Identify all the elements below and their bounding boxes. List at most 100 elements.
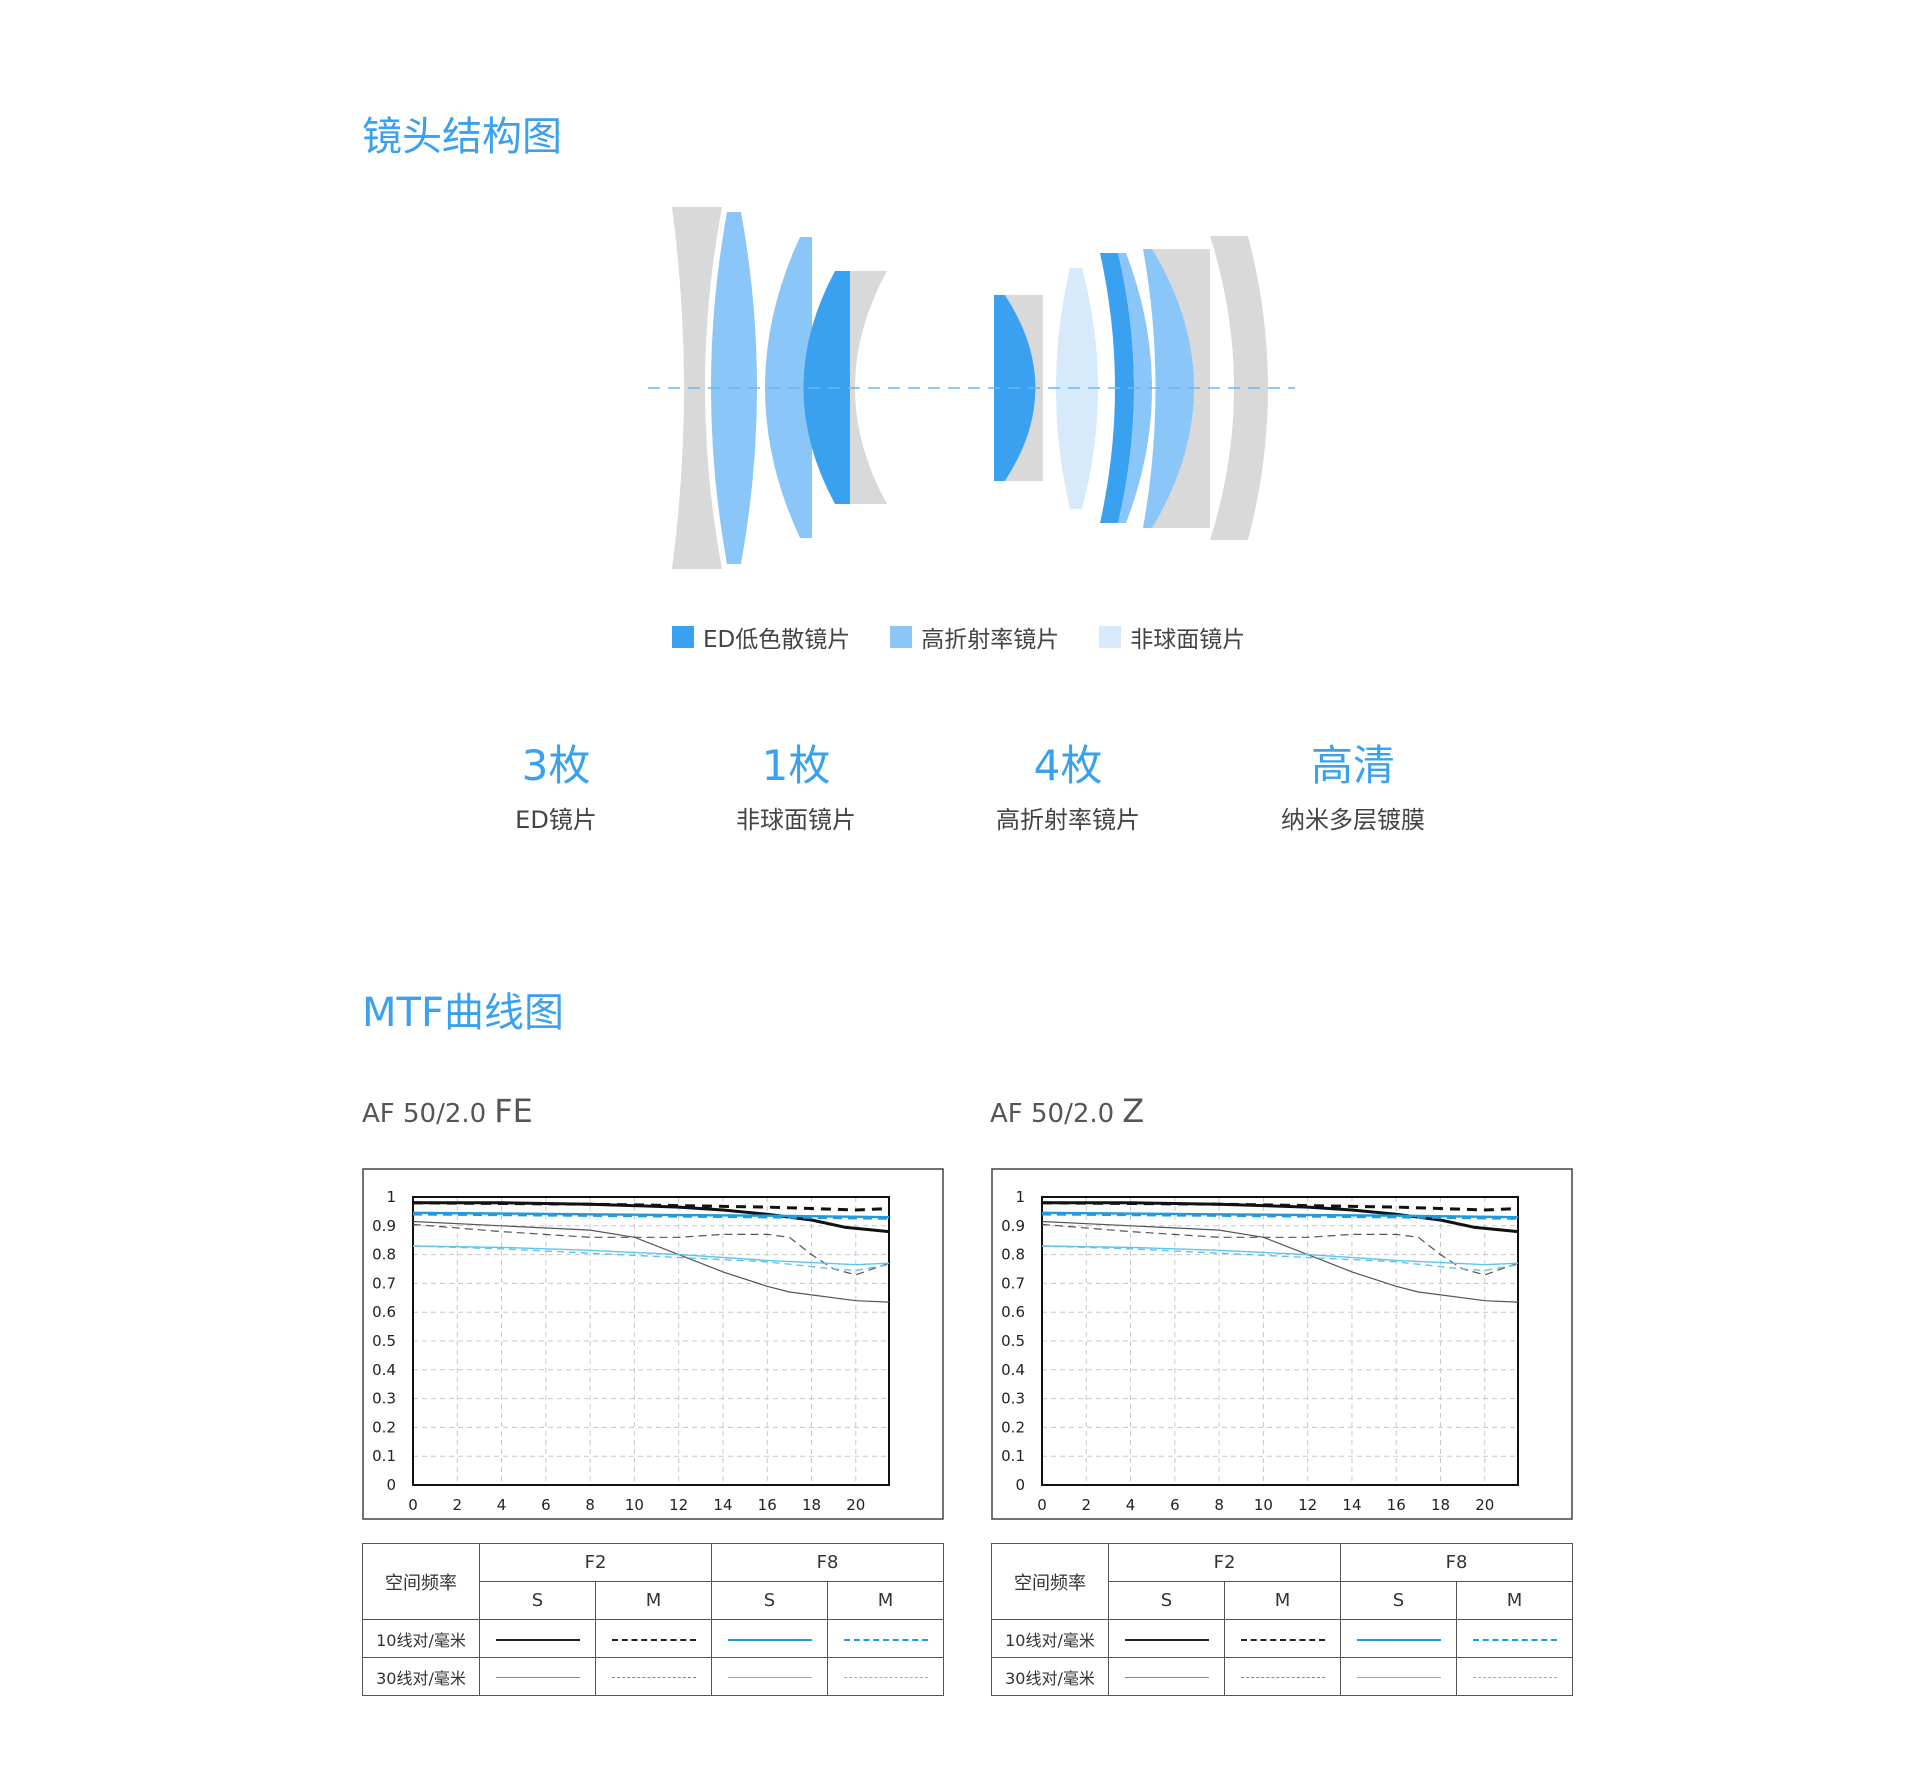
key-row-label: 30线对/毫米 <box>991 1657 1109 1696</box>
x-tick-label: 6 <box>1170 1496 1180 1514</box>
stat-ed: 3枚 ED镜片 <box>446 738 666 835</box>
chart-mount: FE <box>494 1092 533 1130</box>
mtf-series-f2-30-s <box>1041 1220 1519 1303</box>
key-sample-cell <box>711 1619 828 1658</box>
lens-element-5 <box>850 271 887 504</box>
legend-swatch-aspheric <box>1099 626 1122 648</box>
y-tick-label: 0.4 <box>1001 1361 1025 1379</box>
y-tick-label: 0.9 <box>372 1217 396 1235</box>
key-sample-cell <box>1456 1619 1573 1658</box>
x-tick-label: 20 <box>1475 1496 1494 1514</box>
x-tick-label: 20 <box>846 1496 865 1514</box>
legend-swatch-high-refractive <box>890 626 913 648</box>
legend-item-ed: ED低色散镜片 <box>672 620 850 654</box>
legend-item-high-refractive: 高折射率镜片 <box>890 620 1059 654</box>
key-aperture-f8: F8 <box>1340 1543 1573 1582</box>
x-tick-label: 10 <box>625 1496 644 1514</box>
line-sample-f8-30-s <box>727 1677 812 1678</box>
key-sample-cell <box>479 1619 596 1658</box>
key-sample-cell <box>827 1619 944 1658</box>
line-sample-f8-30-m <box>843 1677 928 1678</box>
x-tick-label: 10 <box>1254 1496 1273 1514</box>
line-sample-f2-30-s <box>1124 1677 1209 1678</box>
y-tick-label: 0.2 <box>1001 1418 1025 1436</box>
key-sub-header: M <box>1224 1581 1341 1620</box>
lens-element-7 <box>1005 295 1043 481</box>
chart-mount: Z <box>1122 1092 1145 1130</box>
x-tick-label: 4 <box>1126 1496 1136 1514</box>
y-tick-label: 0 <box>1015 1476 1025 1494</box>
legend-item-aspheric: 非球面镜片 <box>1099 620 1245 654</box>
key-sample-cell <box>711 1657 828 1696</box>
y-tick-label: 0.7 <box>1001 1274 1025 1292</box>
key-sample-cell <box>595 1619 712 1658</box>
stat-coating: 高清 纳米多层镀膜 <box>1243 738 1463 835</box>
mtf-series-f2-30-m <box>412 1223 890 1276</box>
y-tick-label: 0.5 <box>372 1332 396 1350</box>
mtf-series-f2-10-s <box>1042 1201 1519 1234</box>
line-sample-f8-30-m <box>1472 1677 1557 1678</box>
line-sample-f2-30-m <box>1240 1677 1325 1678</box>
mtf-series-f8-30-s <box>1041 1245 1519 1266</box>
x-tick-label: 2 <box>1082 1496 1092 1514</box>
chart-grid <box>413 1197 889 1485</box>
stat-label: 非球面镜片 <box>736 806 856 834</box>
y-tick-label: 0.8 <box>372 1246 396 1264</box>
y-tick-label: 0.7 <box>372 1274 396 1292</box>
x-tick-label: 6 <box>541 1496 551 1514</box>
y-tick-label: 0.1 <box>372 1447 396 1465</box>
key-row-label: 10线对/毫米 <box>362 1619 480 1658</box>
key-sample-cell <box>479 1657 596 1696</box>
y-tick-label: 0.4 <box>372 1361 396 1379</box>
mtf-series-f2-10-m <box>1041 1201 1519 1212</box>
x-tick-label: 14 <box>1342 1496 1361 1514</box>
x-tick-label: 12 <box>669 1496 688 1514</box>
x-tick-label: 18 <box>802 1496 821 1514</box>
y-tick-label: 0.6 <box>372 1303 396 1321</box>
legend-swatch-ed <box>672 626 694 648</box>
y-tick-label: 0 <box>386 1476 396 1494</box>
line-sample-f8-10-s <box>727 1638 812 1641</box>
lens-element-4 <box>803 271 850 504</box>
key-sample-cell <box>1224 1619 1341 1658</box>
key-aperture-f8: F8 <box>711 1543 944 1582</box>
key-sample-cell <box>1340 1619 1457 1658</box>
chart-model: AF 50/2.0 <box>990 1099 1115 1129</box>
mtf-series-f8-10-s <box>1041 1211 1519 1219</box>
x-tick-label: 0 <box>1037 1496 1047 1514</box>
mtf-series-f8-10-s <box>412 1211 890 1219</box>
chart-grid <box>1042 1197 1518 1485</box>
plot-area <box>1041 1196 1519 1486</box>
line-sample-f2-10-m <box>611 1638 696 1641</box>
key-sub-header: S <box>1340 1581 1457 1620</box>
line-sample-f8-10-m <box>843 1638 928 1641</box>
x-tick-label: 8 <box>1214 1496 1224 1514</box>
line-sample-f8-30-s <box>1356 1677 1441 1678</box>
line-sample-f2-10-s <box>1124 1638 1209 1641</box>
y-tick-label: 0.6 <box>1001 1303 1025 1321</box>
key-sub-header: S <box>1108 1581 1225 1620</box>
key-sub-header: M <box>827 1581 944 1620</box>
key-sub-header: S <box>711 1581 828 1620</box>
stat-label: 高折射率镜片 <box>996 806 1140 834</box>
legend-label-high-refractive: 高折射率镜片 <box>921 627 1060 653</box>
key-row-label: 10线对/毫米 <box>991 1619 1109 1658</box>
lens-legend: ED低色散镜片 高折射率镜片 非球面镜片 <box>672 620 1285 654</box>
y-tick-label: 0.3 <box>372 1390 396 1408</box>
stat-label: 纳米多层镀膜 <box>1281 806 1425 834</box>
x-tick-label: 18 <box>1431 1496 1450 1514</box>
x-tick-label: 16 <box>1387 1496 1406 1514</box>
mtf-series-f2-10-m <box>412 1201 890 1212</box>
x-tick-label: 0 <box>408 1496 418 1514</box>
line-sample-f8-10-s <box>1356 1638 1441 1641</box>
y-tick-label: 1 <box>1015 1188 1025 1206</box>
stat-value: 1枚 <box>761 741 831 790</box>
stat-aspheric: 1枚 非球面镜片 <box>686 738 906 835</box>
key-row-label: 30线对/毫米 <box>362 1657 480 1696</box>
x-tick-label: 16 <box>758 1496 777 1514</box>
mtf-series-f8-30-s <box>412 1245 890 1266</box>
key-sub-header: M <box>595 1581 712 1620</box>
